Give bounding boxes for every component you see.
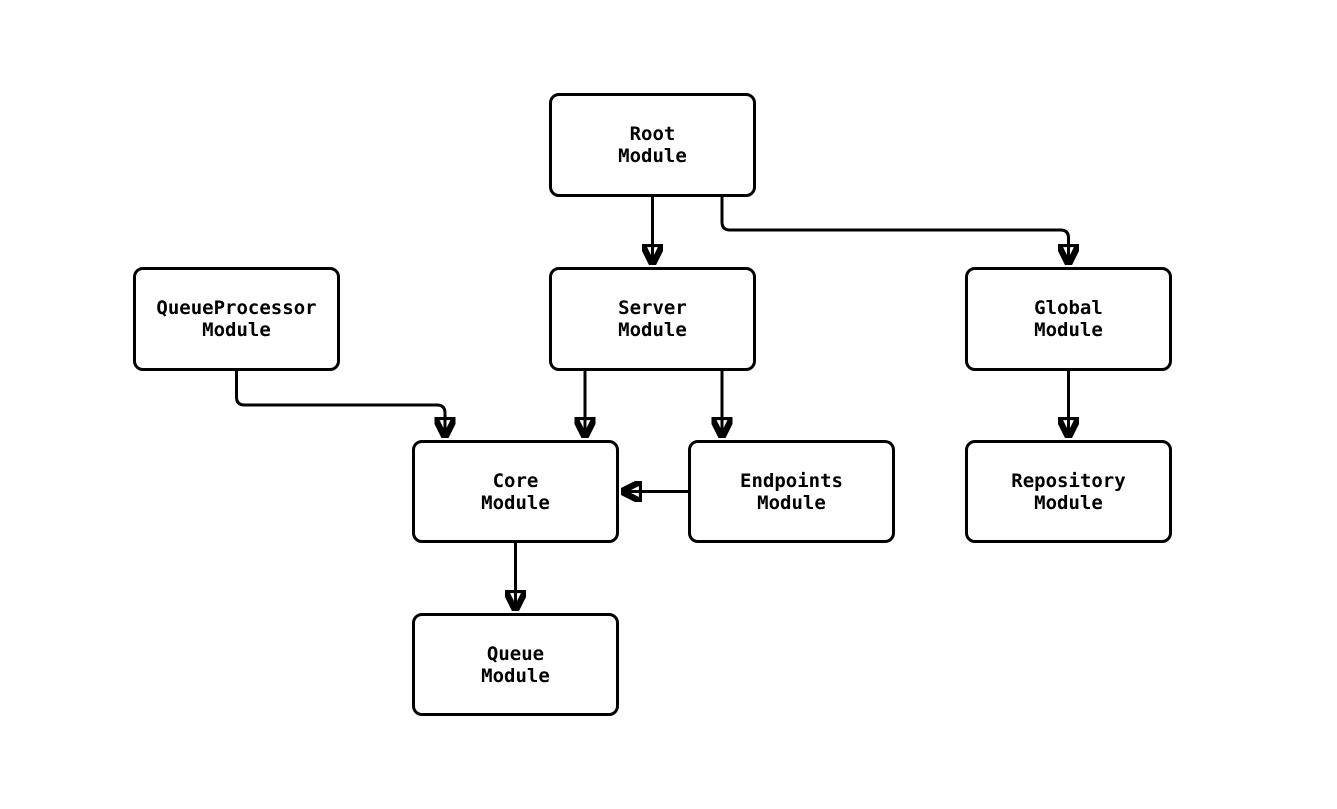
node-global-module-label: Global Module <box>1034 297 1103 341</box>
node-queue-module-label: Queue Module <box>481 642 550 687</box>
node-queueprocessor-module: QueueProcessor Module <box>133 267 340 371</box>
edge-queueprocessor-to-core <box>235 371 446 438</box>
node-repository-module-label: Repository Module <box>1011 469 1126 514</box>
node-queueprocessor-module-label: QueueProcessor Module <box>156 297 317 341</box>
node-server-module-label: Server Module <box>618 297 687 341</box>
node-repository-module: Repository Module <box>965 440 1172 543</box>
node-queue-module: Queue Module <box>412 613 619 716</box>
node-global-module: Global Module <box>965 267 1172 371</box>
node-root-module-label: Root Module <box>618 123 687 167</box>
node-core-module-label: Core Module <box>481 469 550 514</box>
node-core-module: Core Module <box>412 440 619 543</box>
node-root-module: Root Module <box>549 93 756 197</box>
node-server-module: Server Module <box>549 267 756 371</box>
edge-root-to-global <box>720 197 1069 265</box>
node-endpoints-module: Endpoints Module <box>688 440 895 543</box>
node-endpoints-module-label: Endpoints Module <box>740 469 843 514</box>
